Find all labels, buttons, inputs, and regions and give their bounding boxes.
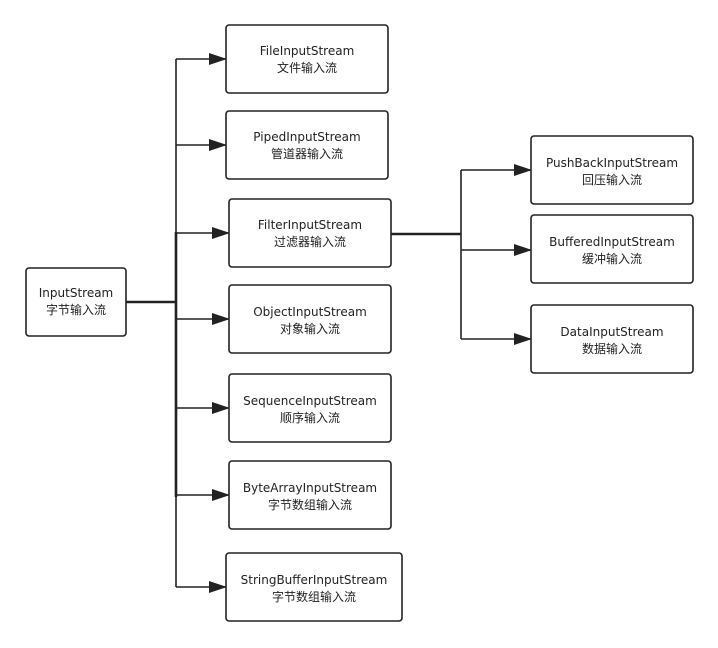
node-subtitle: 字节输入流 bbox=[46, 302, 106, 317]
node-subtitle: 对象输入流 bbox=[280, 321, 340, 336]
node-file-input-stream[interactable]: FileInputStream 文件输入流 bbox=[225, 24, 389, 94]
node-subtitle: 字节数组输入流 bbox=[268, 497, 352, 512]
node-buffered-input-stream[interactable]: BufferedInputStream 缓冲输入流 bbox=[530, 214, 694, 284]
node-subtitle: 顺序输入流 bbox=[280, 410, 340, 425]
node-title: ObjectInputStream bbox=[253, 305, 367, 319]
node-sequence-input-stream[interactable]: SequenceInputStream 顺序输入流 bbox=[228, 373, 392, 443]
node-stringbuffer-input-stream[interactable]: StringBufferInputStream 字节数组输入流 bbox=[225, 552, 403, 622]
node-object-input-stream[interactable]: ObjectInputStream 对象输入流 bbox=[228, 284, 392, 354]
filter-connectors bbox=[391, 164, 532, 345]
node-data-input-stream[interactable]: DataInputStream 数据输入流 bbox=[530, 304, 694, 374]
node-subtitle: 字节数组输入流 bbox=[272, 589, 356, 604]
node-pushback-input-stream[interactable]: PushBackInputStream 回压输入流 bbox=[530, 135, 694, 205]
node-title: FileInputStream bbox=[260, 44, 355, 58]
node-title: PushBackInputStream bbox=[546, 156, 678, 170]
node-title: SequenceInputStream bbox=[243, 394, 377, 408]
node-subtitle: 数据输入流 bbox=[582, 341, 642, 356]
node-title: FilterInputStream bbox=[258, 218, 362, 232]
node-input-stream[interactable]: InputStream 字节输入流 bbox=[25, 267, 127, 337]
node-title: BufferedInputStream bbox=[549, 235, 675, 249]
node-title: InputStream bbox=[39, 286, 114, 300]
node-subtitle: 回压输入流 bbox=[582, 172, 642, 187]
node-subtitle: 缓冲输入流 bbox=[582, 251, 642, 266]
node-title: StringBufferInputStream bbox=[241, 573, 388, 587]
node-subtitle: 管道器输入流 bbox=[271, 146, 343, 161]
node-title: ByteArrayInputStream bbox=[243, 481, 377, 495]
node-subtitle: 文件输入流 bbox=[277, 60, 337, 75]
node-bytearray-input-stream[interactable]: ByteArrayInputStream 字节数组输入流 bbox=[228, 460, 392, 530]
node-subtitle: 过滤器输入流 bbox=[274, 234, 346, 249]
node-title: PipedInputStream bbox=[253, 130, 360, 144]
node-piped-input-stream[interactable]: PipedInputStream 管道器输入流 bbox=[225, 110, 389, 180]
root-connectors bbox=[126, 53, 230, 593]
node-filter-input-stream[interactable]: FilterInputStream 过滤器输入流 bbox=[228, 198, 392, 268]
node-title: DataInputStream bbox=[560, 325, 663, 339]
